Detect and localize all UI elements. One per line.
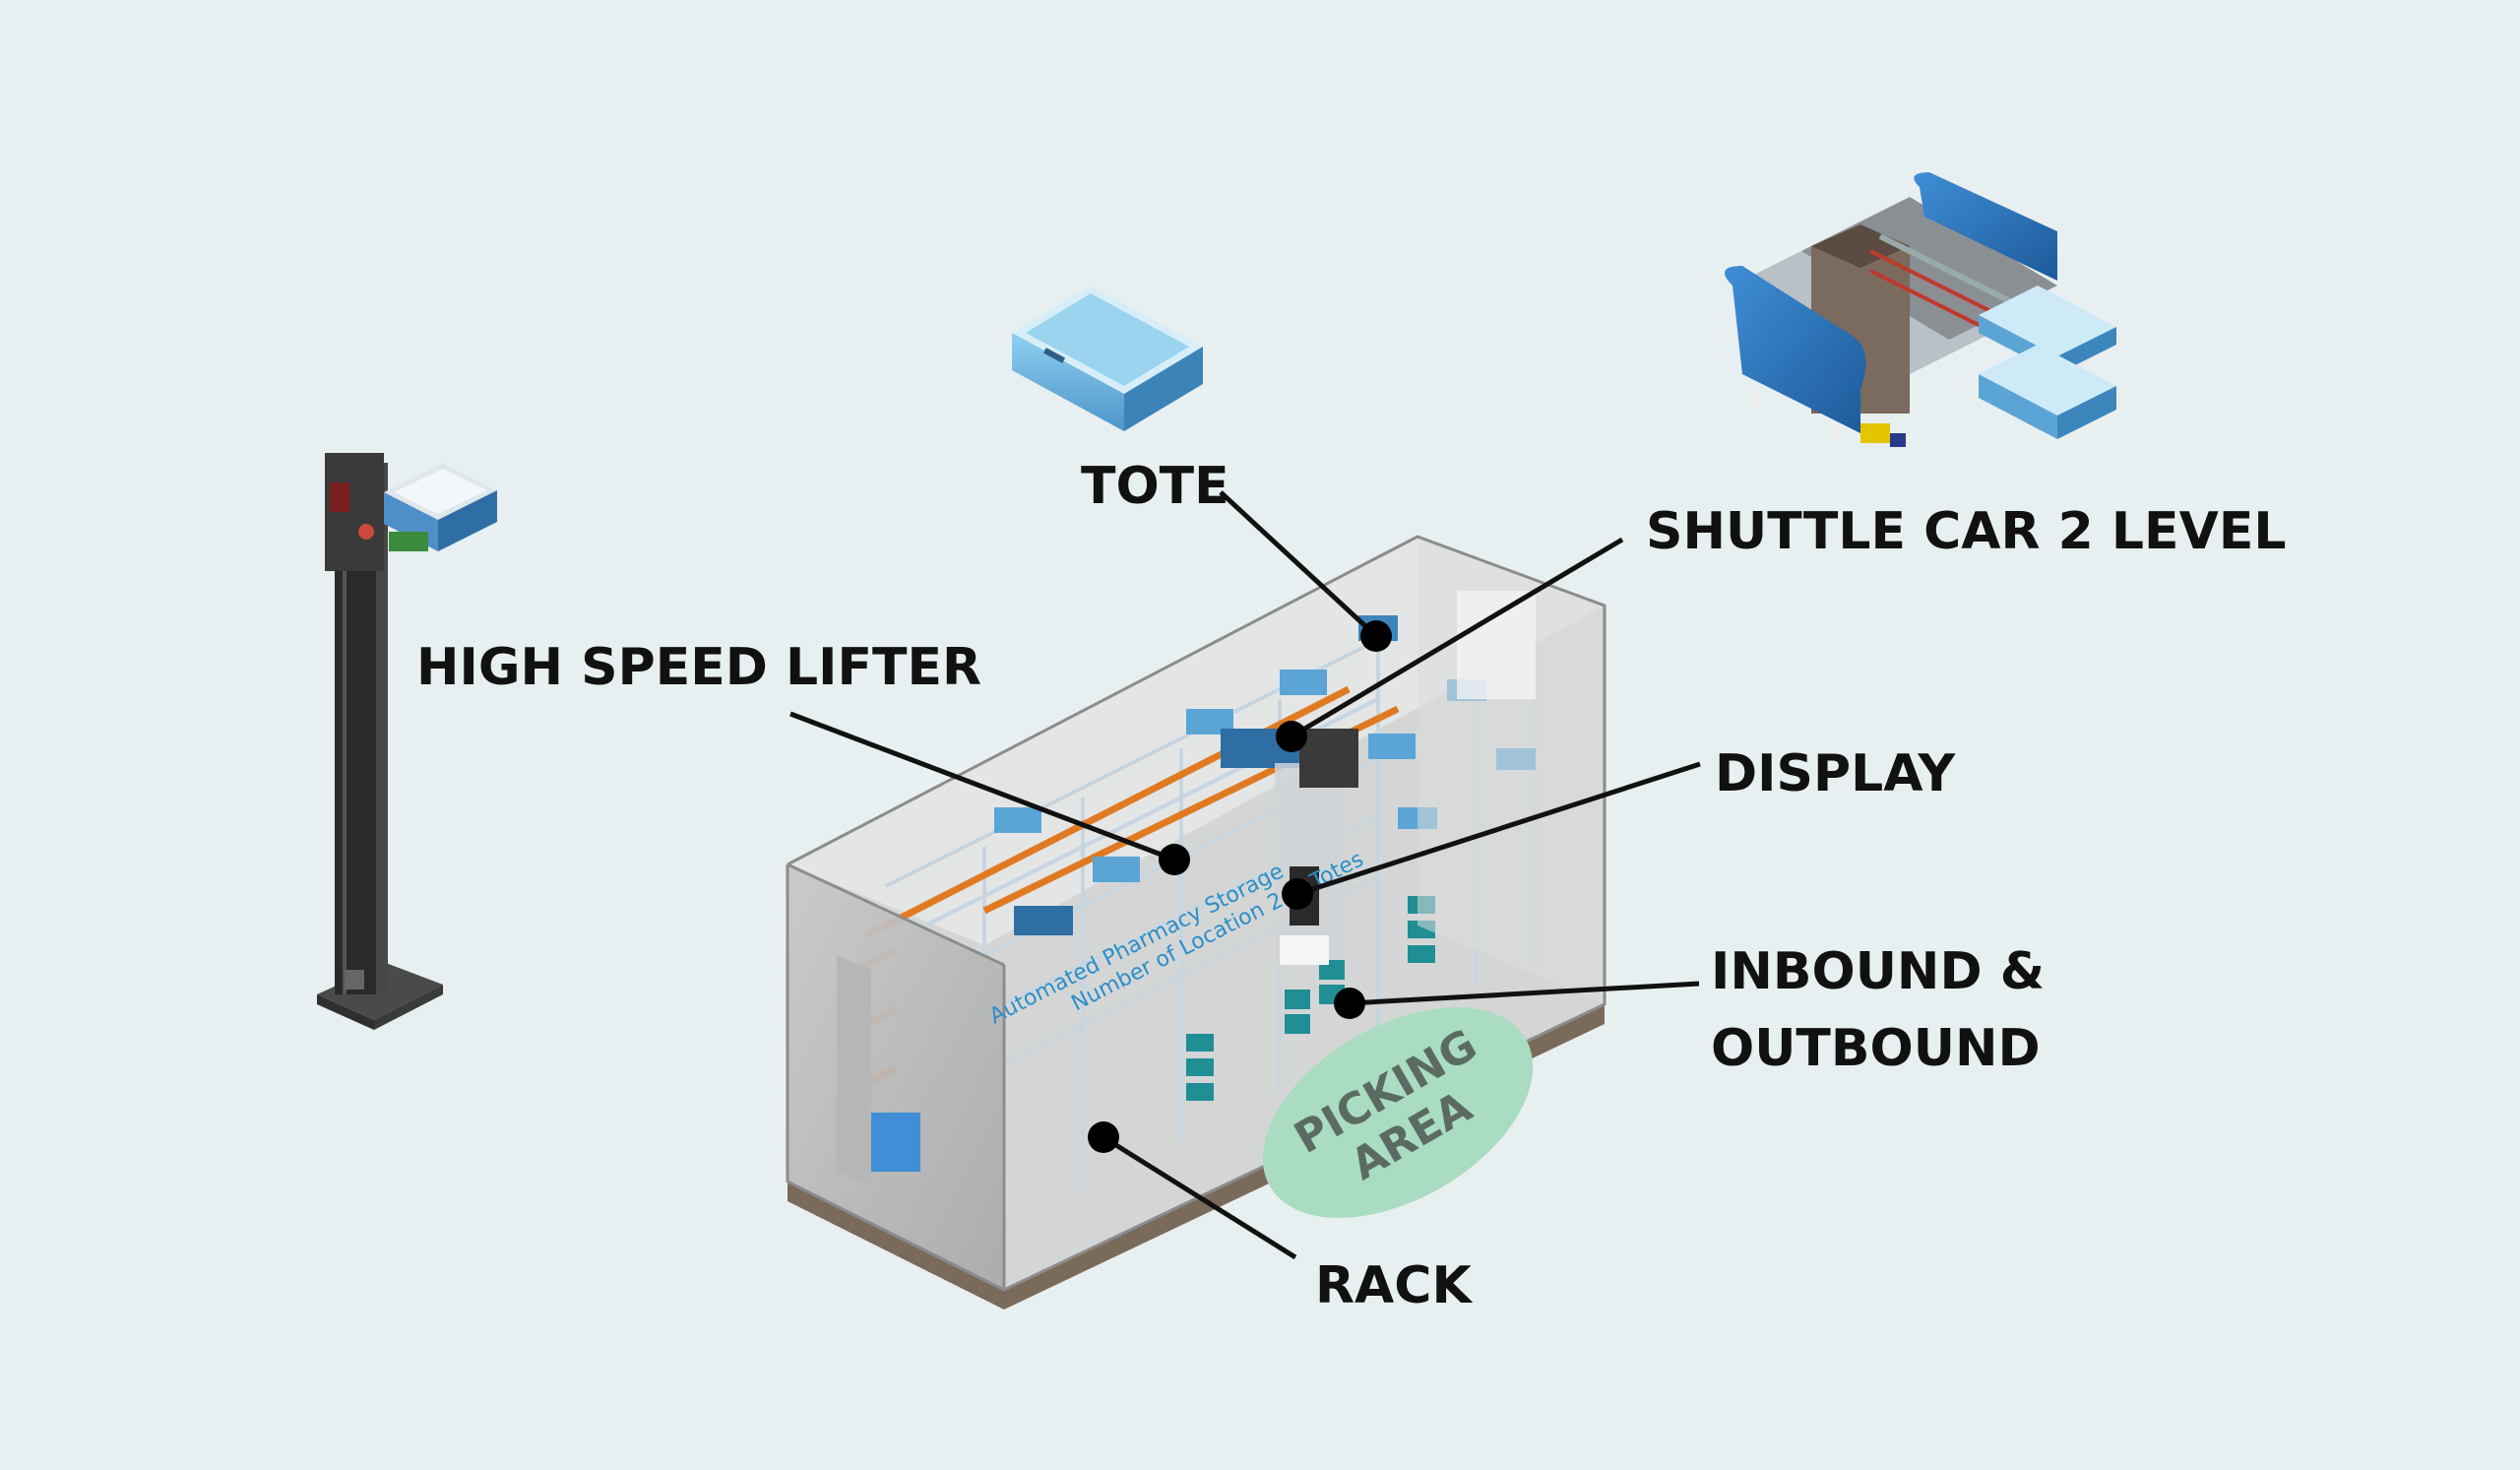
shuttle-car-illustration: [1725, 172, 2116, 447]
label-inbound-line-1: INBOUND &: [1711, 942, 2046, 1001]
lifter-illustration: [317, 453, 497, 1030]
label-high-speed-lifter: HIGH SPEED LIFTER: [416, 638, 982, 697]
callout-line-rack: [1102, 1134, 1297, 1260]
callout-dot-inbound: [1334, 988, 1365, 1019]
callout-dot-tote: [1360, 620, 1392, 652]
callout-dot-rack: [1088, 1121, 1119, 1153]
callout-line-shuttle: [1290, 537, 1624, 739]
tote-illustration: [1012, 286, 1203, 431]
storage-container: Automated Pharmacy Storage Number of Loc…: [786, 535, 1606, 1310]
label-inbound-line-2: OUTBOUND: [1711, 1019, 2041, 1078]
label-shuttle-car: SHUTTLE CAR 2 LEVEL: [1646, 502, 2287, 561]
callout-dot-display: [1282, 878, 1313, 910]
callout-dot-lifter: [1159, 844, 1190, 875]
picking-area: PICKING AREA: [1262, 1007, 1534, 1218]
callout-line-lifter: [789, 711, 1175, 863]
label-tote: TOTE: [1081, 457, 1229, 516]
label-inbound-outbound: INBOUND & OUTBOUND: [1711, 933, 2045, 1087]
callout-line-display: [1296, 761, 1701, 897]
callout-line-inbound: [1349, 981, 1700, 1006]
callout-line-tote: [1219, 490, 1378, 638]
callout-lines: [789, 490, 1701, 1260]
label-display: DISPLAY: [1715, 744, 1956, 803]
callout-dot-shuttle: [1276, 721, 1307, 752]
label-rack: RACK: [1315, 1256, 1472, 1315]
callout-dots: [1088, 620, 1392, 1153]
